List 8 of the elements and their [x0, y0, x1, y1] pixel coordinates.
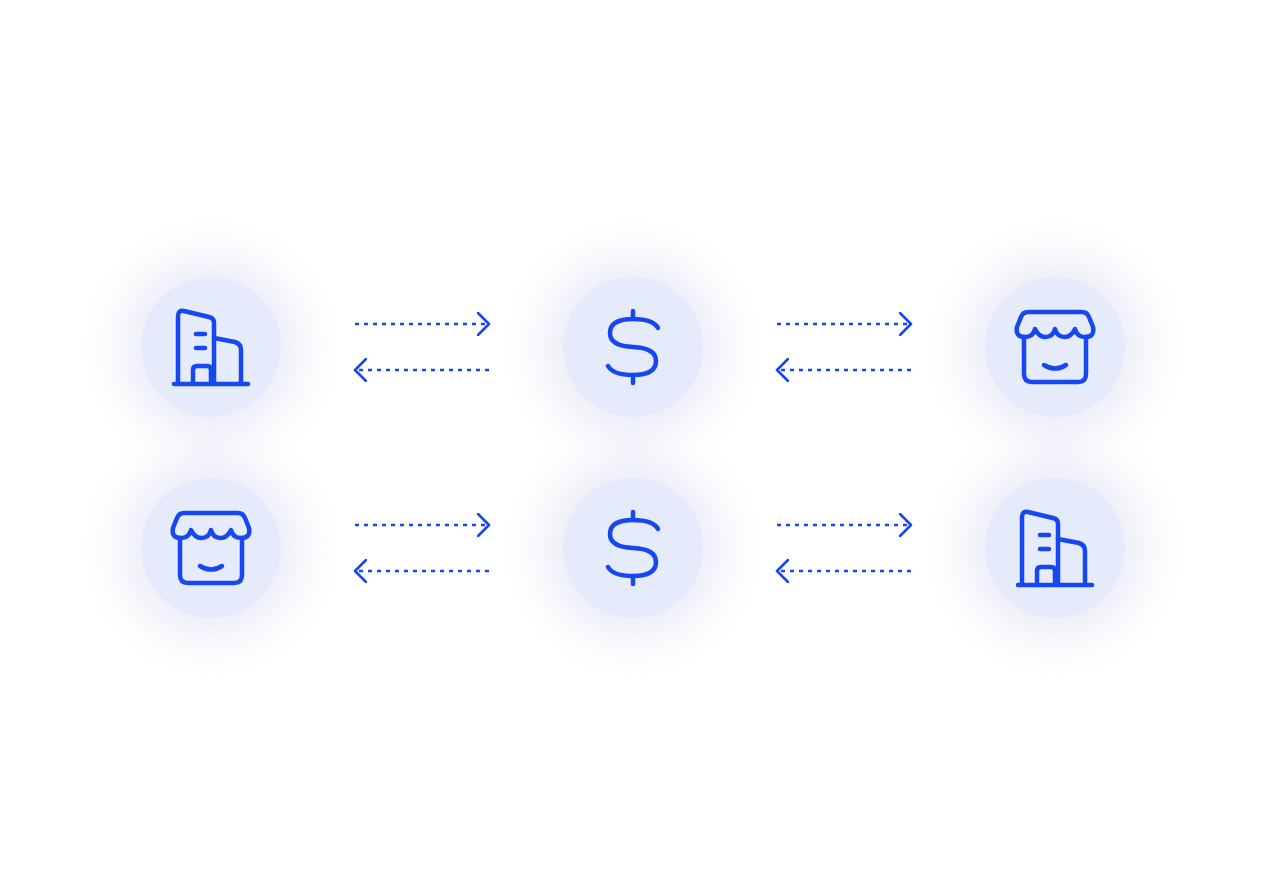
dashed-arrow — [777, 311, 913, 337]
dashed-arrow — [355, 311, 491, 337]
dashed-arrow — [777, 512, 913, 538]
dashed-arrow — [775, 357, 911, 383]
dashed-arrow — [355, 512, 491, 538]
dashed-arrow — [353, 558, 489, 584]
dashed-arrow — [775, 558, 911, 584]
dashed-arrow — [353, 357, 489, 383]
